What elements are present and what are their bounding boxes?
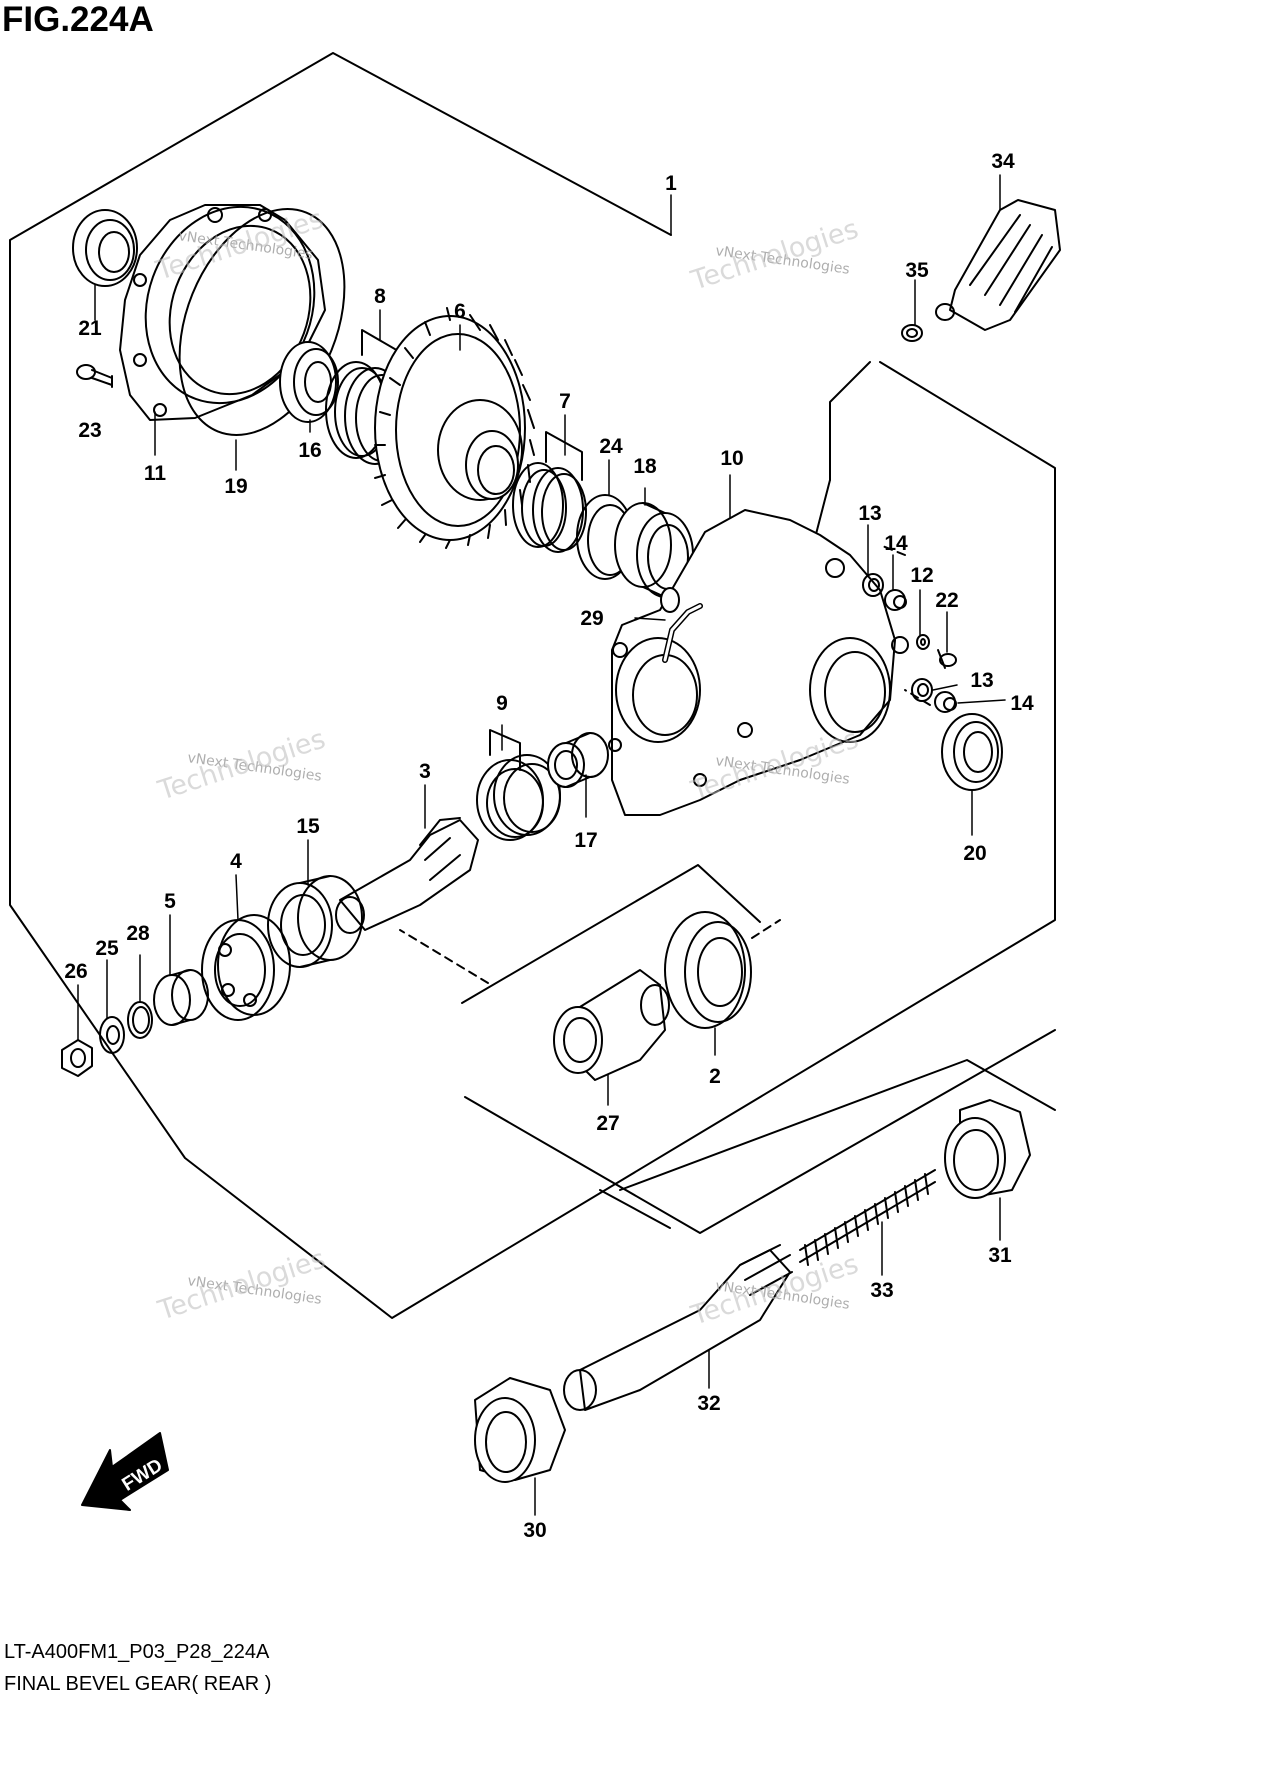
callout-30: 30 [523, 1519, 546, 1542]
callout-21: 21 [78, 317, 102, 340]
callout-9: 9 [496, 692, 508, 715]
callout-12: 12 [910, 564, 933, 587]
watermark-text-4: Technologies [687, 214, 862, 297]
callout-4: 4 [230, 850, 242, 873]
callout-20: 20 [963, 842, 986, 865]
callout-15: 15 [296, 815, 320, 838]
callout-24: 24 [599, 435, 623, 458]
part-11-cover [119, 204, 326, 421]
callout-14-upper: 14 [884, 532, 908, 555]
callout-3: 3 [419, 760, 431, 783]
part-2-oil-seal [664, 911, 752, 1029]
part-12-washer [916, 634, 930, 650]
part-6-bevel-gear [374, 307, 535, 549]
leader-dash-d [904, 689, 931, 706]
part-26-nut [61, 1039, 93, 1077]
part-5-collar [153, 969, 209, 1026]
part-10-gear-case [608, 509, 909, 816]
part-31-boot [944, 1099, 1031, 1199]
callout-33: 33 [870, 1279, 893, 1302]
figure-title: FIG.224A [2, 0, 154, 39]
part-35-clamp [901, 324, 923, 342]
part-25-washer [99, 1016, 125, 1054]
part-14-cap-lower [934, 691, 957, 713]
leader-dash-c [751, 919, 781, 939]
callout-22: 22 [935, 589, 958, 612]
callout-8: 8 [374, 285, 386, 308]
callout-32: 32 [697, 1392, 720, 1415]
callout-11: 11 [144, 462, 167, 485]
part-17-bearing [547, 732, 609, 788]
callout-1: 1 [665, 172, 677, 195]
callout-10: 10 [720, 447, 743, 470]
leader-29 [829, 361, 871, 481]
part-19-o-ring [178, 208, 346, 436]
sub-assembly-2-27-boundary [464, 1029, 1056, 1234]
part-30-boot [474, 1377, 566, 1483]
part-21-oil-seal [72, 209, 138, 287]
callout-13-upper: 13 [858, 502, 881, 525]
callout-28: 28 [126, 922, 150, 945]
callout-26: 26 [64, 960, 87, 983]
part-22-bolt [937, 649, 957, 669]
callout-23: 23 [78, 419, 101, 442]
watermark-text-10: Technologies [154, 1244, 329, 1327]
part-29-breather [660, 587, 703, 663]
callout-5: 5 [164, 890, 176, 913]
part-15-bearing [267, 875, 363, 968]
leader-dash-b [399, 929, 489, 984]
sub-assembly-2-27-upper [461, 864, 761, 1004]
callout-34: 34 [991, 150, 1015, 173]
part-4-bearing [201, 914, 291, 1021]
part-33-spring [799, 1169, 936, 1266]
callout-35: 35 [905, 259, 929, 282]
callout-7: 7 [559, 390, 571, 413]
part-23-bolt [76, 364, 113, 388]
part-32-drive-shaft [563, 1244, 793, 1411]
part-13-washer-upper [862, 573, 884, 597]
callout-6: 6 [454, 300, 466, 323]
callout-17: 17 [574, 829, 597, 852]
callout-18: 18 [633, 455, 657, 478]
callout-29: 29 [580, 607, 603, 630]
leader-dash-e [879, 544, 906, 556]
part-27-coupling [553, 969, 670, 1081]
assembly-1-boundary [9, 52, 1056, 1319]
callout-31: 31 [988, 1244, 1012, 1267]
part-16-bearing [279, 341, 339, 423]
callout-labels: 1 2 3 4 5 6 7 8 9 10 11 12 13 13 14 14 1… [64, 150, 1034, 1542]
part-3-pinion-shaft [335, 817, 479, 934]
callout-27: 27 [596, 1112, 619, 1135]
callout-leaders [77, 174, 1006, 1516]
callout-16: 16 [298, 439, 321, 462]
part-34-boot [935, 199, 1061, 331]
part-28-o-ring [127, 1001, 153, 1039]
part-14-cap-upper [884, 589, 907, 611]
figure-model-code: LT-A400FM1_P03_P28_224A [4, 1641, 270, 1663]
fwd-arrow-icon [81, 1432, 169, 1511]
callout-13-lower: 13 [970, 669, 993, 692]
part-20-oil-seal [941, 713, 1003, 791]
callout-19: 19 [224, 475, 247, 498]
sub-assembly-30-33-lower [599, 1189, 671, 1229]
figure-name: FINAL BEVEL GEAR( REAR ) [4, 1673, 272, 1695]
callout-14-lower: 14 [1010, 692, 1034, 715]
sub-assembly-30-33-boundary [619, 1059, 1056, 1191]
callout-25: 25 [95, 937, 119, 960]
part-9-shims [476, 729, 561, 841]
callout-2: 2 [709, 1065, 721, 1088]
part-13-washer-lower [911, 678, 933, 702]
